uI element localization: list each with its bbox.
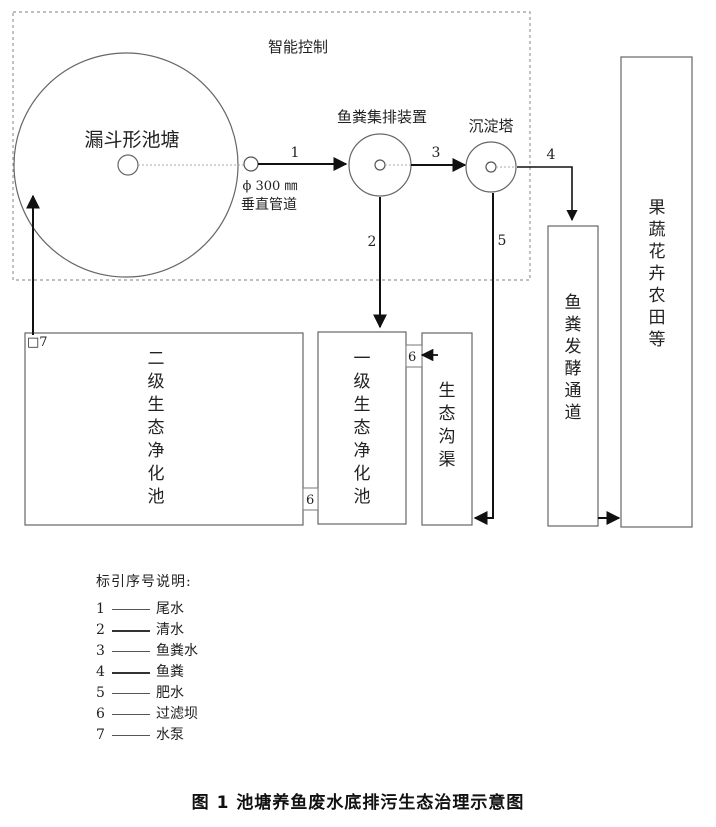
legend: 标引序号说明: 1 尾水 2 清水 3 鱼粪水 4 鱼粪 5 肥水 6 过滤坝 7 水泵 — [96, 572, 198, 746]
vertical-pipe-circle — [243, 156, 259, 172]
collector-center — [374, 159, 386, 171]
legend-item: 4 鱼粪 — [96, 662, 198, 683]
filter-dam-number-lower: 6 — [306, 493, 314, 508]
legend-item: 3 鱼粪水 — [96, 641, 198, 662]
filter-dam-number-upper: 6 — [408, 350, 416, 365]
funnel-pond-circle — [13, 52, 239, 278]
flow-arrow-4 — [517, 166, 578, 222]
legend-item-label: 鱼粪水 — [156, 643, 198, 659]
legend-item-line — [112, 671, 150, 674]
legend-item-line — [112, 735, 150, 736]
tower-circle — [465, 141, 517, 193]
legend-item-label: 水泵 — [156, 727, 184, 743]
eco-channel-box — [421, 332, 473, 526]
pipe-size-label: ϕ 300 ㎜ — [243, 179, 298, 194]
collector-label: 鱼粪集排装置 — [337, 108, 427, 126]
legend-item-line — [112, 651, 150, 652]
eco-channel-label: 生态沟渠 — [439, 381, 456, 470]
legend-item-line — [112, 629, 150, 632]
legend-item: 1 尾水 — [96, 599, 198, 620]
legend-item-label: 肥水 — [156, 685, 184, 701]
legend-item-line — [112, 714, 150, 715]
tower-label: 沉淀塔 — [468, 117, 513, 135]
flow-number-4: 4 — [547, 147, 556, 163]
filter-dam-6-lower — [302, 487, 319, 511]
legend-item-number: 4 — [96, 664, 105, 680]
flow-number-2: 2 — [368, 234, 377, 250]
flow-number-5: 5 — [498, 233, 507, 249]
flow-number-1: 1 — [291, 145, 300, 161]
legend-item: 7 水泵 — [96, 725, 198, 746]
legend-item-line — [112, 693, 150, 694]
legend-item-label: 尾水 — [156, 601, 184, 617]
farmland-box — [620, 56, 693, 528]
funnel-pond-center — [117, 154, 139, 176]
legend-item: 6 过滤坝 — [96, 704, 198, 725]
legend-item-number: 7 — [96, 727, 105, 743]
funnel-pond-label: 漏斗形池塘 — [84, 129, 179, 151]
legend-item-number: 1 — [96, 601, 105, 617]
flow-number-3: 3 — [432, 145, 441, 161]
legend-item-line — [112, 609, 150, 610]
legend-item-number: 6 — [96, 706, 105, 722]
legend-item-label: 清水 — [156, 622, 184, 638]
secondary-pool-box — [24, 332, 304, 526]
legend-item: 2 清水 — [96, 620, 198, 641]
farmland-label: 果蔬花卉农田等 — [649, 198, 666, 350]
primary-pool-label: 一级生态净化池 — [354, 349, 371, 507]
vertical-pipe-label: 垂直管道 — [241, 196, 297, 213]
secondary-pool-label: 二级生态净化池 — [148, 349, 165, 507]
fermentation-channel-box — [547, 225, 599, 527]
smart-control-label: 智能控制 — [268, 38, 328, 56]
legend-item-number: 2 — [96, 622, 105, 638]
legend-item-number: 3 — [96, 643, 105, 659]
fermentation-channel-label: 鱼粪发酵通道 — [565, 293, 582, 423]
legend-item-number: 5 — [96, 685, 105, 701]
legend-item: 5 肥水 — [96, 683, 198, 704]
pump-number-7: □7 — [27, 335, 48, 350]
primary-pool-box — [317, 331, 407, 525]
figure-caption: 图 1 池塘养鱼废水底排污生态治理示意图 — [191, 793, 525, 813]
flow-arrow-5 — [473, 193, 494, 525]
legend-item-label: 鱼粪 — [156, 664, 184, 680]
smart-control-boundary — [12, 11, 531, 281]
legend-title: 标引序号说明: — [96, 574, 192, 590]
legend-item-label: 过滤坝 — [156, 706, 198, 722]
tower-center — [485, 161, 497, 173]
